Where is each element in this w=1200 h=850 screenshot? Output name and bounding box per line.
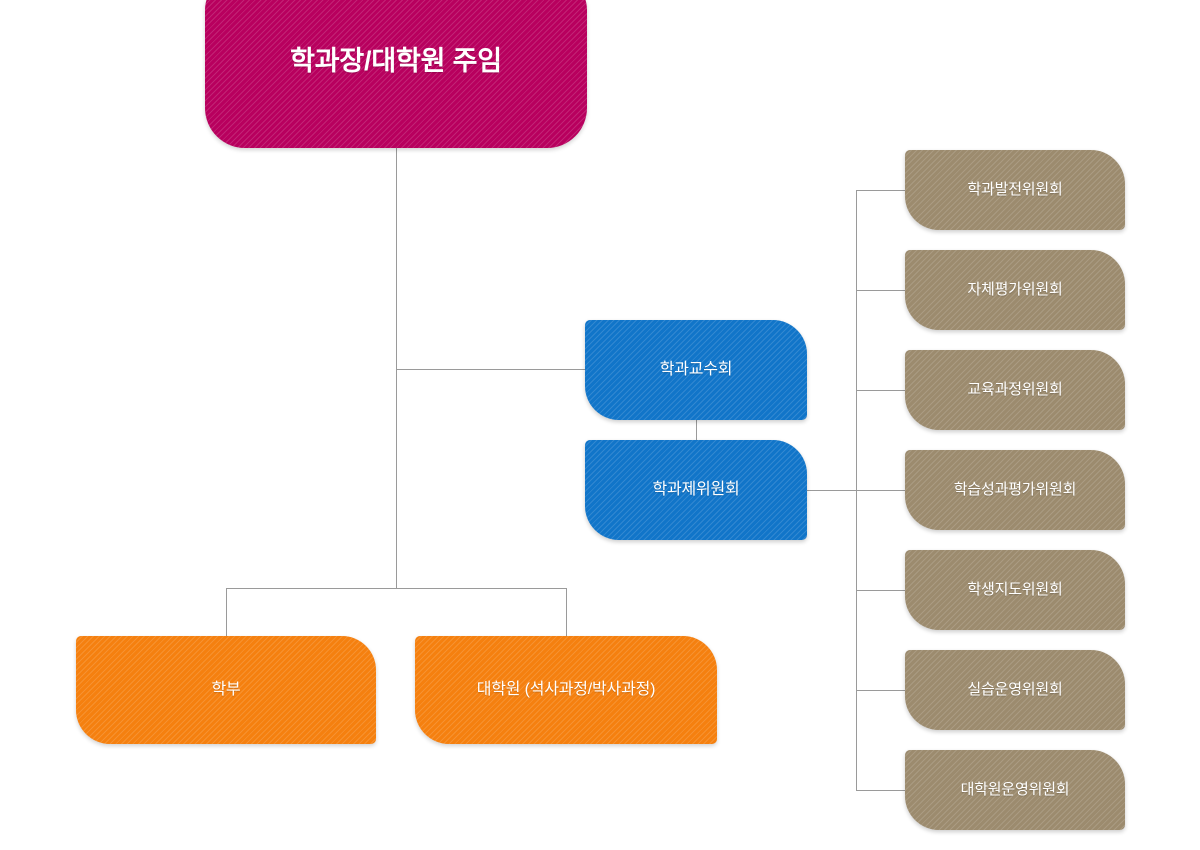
node-label: 대학원 (석사과정/박사과정) bbox=[476, 681, 656, 698]
connector-council-to-council bbox=[696, 420, 697, 442]
connector-council-to-committees bbox=[806, 490, 857, 491]
connector-committee-stub-1 bbox=[856, 290, 906, 291]
node-label: 학부 bbox=[211, 681, 241, 698]
node-committee-graduate-operation[interactable]: 대학원운영위원회 bbox=[905, 750, 1125, 830]
node-committee-student-guidance[interactable]: 학생지도위원회 bbox=[905, 550, 1125, 630]
node-committee-learning-outcomes[interactable]: 학습성과평가위원회 bbox=[905, 450, 1125, 530]
node-label: 학과발전위원회 bbox=[967, 180, 1063, 198]
node-label: 자체평가위원회 bbox=[967, 280, 1063, 298]
connector-committee-stub-6 bbox=[856, 790, 906, 791]
node-label: 학과제위원회 bbox=[652, 481, 740, 498]
node-committee-development[interactable]: 학과발전위원회 bbox=[905, 150, 1125, 230]
node-committee-self-evaluation[interactable]: 자체평가위원회 bbox=[905, 250, 1125, 330]
connector-program-drop-1 bbox=[566, 588, 567, 637]
node-undergraduate-program[interactable]: 학부 bbox=[76, 636, 376, 744]
connector-committee-stub-3 bbox=[856, 490, 906, 491]
connector-root-to-council bbox=[396, 369, 586, 370]
node-committee-practicum[interactable]: 실습운영위원회 bbox=[905, 650, 1125, 730]
connector-programs-bar bbox=[226, 588, 567, 589]
node-department-committees[interactable]: 학과제위원회 bbox=[585, 440, 807, 540]
node-label: 실습운영위원회 bbox=[967, 680, 1063, 698]
node-graduate-program[interactable]: 대학원 (석사과정/박사과정) bbox=[415, 636, 717, 744]
node-committee-curriculum[interactable]: 교육과정위원회 bbox=[905, 350, 1125, 430]
node-label: 학과교수회 bbox=[659, 361, 733, 378]
connector-committee-stub-4 bbox=[856, 590, 906, 591]
connector-committee-stub-0 bbox=[856, 190, 906, 191]
node-department-head[interactable]: 학과장/대학원 주임 bbox=[205, 0, 587, 148]
node-faculty-council[interactable]: 학과교수회 bbox=[585, 320, 807, 420]
connector-committee-stub-2 bbox=[856, 390, 906, 391]
node-label: 대학원운영위원회 bbox=[960, 780, 1070, 798]
node-label: 학과장/대학원 주임 bbox=[290, 46, 502, 77]
node-label: 학생지도위원회 bbox=[967, 580, 1063, 598]
node-label: 교육과정위원회 bbox=[967, 380, 1063, 398]
node-label: 학습성과평가위원회 bbox=[953, 480, 1077, 498]
connector-committee-stub-5 bbox=[856, 690, 906, 691]
connector-program-drop-0 bbox=[226, 588, 227, 637]
connector-root-trunk bbox=[396, 148, 397, 589]
